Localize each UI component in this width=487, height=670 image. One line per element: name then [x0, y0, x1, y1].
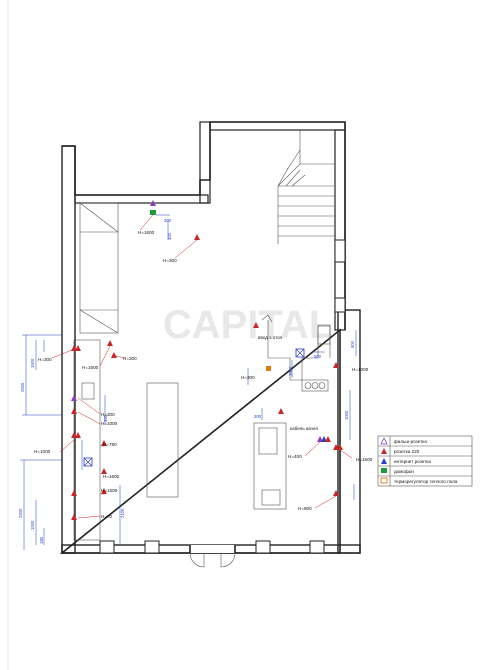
- dim-300-top: 300: [167, 232, 172, 240]
- staircase: [277, 130, 335, 244]
- dim-1900-right: 1900: [288, 366, 293, 376]
- dim-1000-right: 1000: [344, 410, 349, 420]
- dim-300-mid: 300: [103, 414, 108, 422]
- socket-220-icon: [194, 234, 200, 240]
- dim-500-right: 500: [314, 354, 322, 359]
- dim-2500-left: 2500: [20, 382, 25, 392]
- internet-socket-icon: [321, 436, 327, 442]
- dim-900-right: 900: [350, 340, 355, 348]
- legend-item-internet-socket: интернет розетка: [381, 458, 431, 464]
- square-green-icon: [381, 468, 387, 473]
- fake-socket-icon: [317, 436, 323, 442]
- triangle-outline-icon: [380, 437, 388, 445]
- dim-1500-left: 1500: [30, 358, 35, 368]
- legend-item-fake-socket: фальш-розетка: [380, 437, 427, 445]
- fake-socket-icon: [150, 200, 156, 206]
- sofa: [253, 422, 287, 510]
- socket-220-icon: [101, 440, 107, 446]
- socket-220-icon: [325, 436, 331, 442]
- legend-label: домофон: [394, 469, 414, 474]
- socket-220-icon: [107, 340, 113, 346]
- label-h1600-top: H=1600: [138, 230, 155, 235]
- dimensions: [20, 214, 357, 550]
- legend-label: терморегулятор теплого пола: [394, 479, 458, 484]
- dimension-labels: 200 300 1500 2500 900 500 1000 200 1900 …: [18, 218, 355, 544]
- socket-220-icon: [71, 408, 77, 414]
- height-labels: H=1600 H=300 H=300 H=300 H=1600 H=300 H=…: [34, 230, 373, 519]
- socket-220-icon: [75, 432, 81, 438]
- cooktop: [301, 379, 329, 392]
- label-h1600-l3: H=1600: [103, 474, 120, 479]
- label-kabel: кабель качел: [290, 426, 318, 431]
- socket-220-icon: [333, 362, 339, 368]
- label-h300-l2: H=300: [101, 412, 115, 417]
- dim-2100-bottom: 2100: [120, 508, 125, 518]
- socket-220-icon: [71, 490, 77, 496]
- label-h300-mid: H=300: [123, 356, 137, 361]
- legend-label: розетка 220: [394, 449, 420, 454]
- legend-item-intercom: домофон: [381, 468, 414, 474]
- label-h1500-right: H=1500: [356, 457, 373, 462]
- legend-label: фальш-розетка: [394, 439, 427, 444]
- kitchen-island: [146, 382, 179, 498]
- socket-220-icon: [75, 345, 81, 351]
- label-h1500-l: H=1500: [101, 488, 118, 493]
- label-h70: H=70: [101, 514, 113, 519]
- watermark: CAPITAL: [163, 303, 333, 347]
- socket-220-icon: [71, 345, 77, 351]
- socket-220-icon: [71, 432, 77, 438]
- dim-200-top: 200: [164, 218, 172, 223]
- intercom-icon: [150, 210, 156, 215]
- label-h1600-left: H=1600: [82, 365, 99, 370]
- label-h1000-l: H=1000: [101, 421, 118, 426]
- socket-220-icon: [278, 408, 284, 414]
- legend-item-thermostat: терморегулятор теплого пола: [380, 477, 458, 484]
- legend: фальш-розетка розетка 220 интернет розет…: [377, 435, 473, 487]
- socket-220-icon: [101, 468, 107, 474]
- label-h400: H=400: [288, 454, 302, 459]
- utility-block: [261, 314, 331, 381]
- socket-220-icon: [333, 490, 339, 496]
- socket-220-icon: [71, 514, 77, 520]
- label-h1000-right: H=1000: [352, 367, 369, 372]
- dim-2200-left: 2200: [18, 508, 23, 518]
- label-h780: H=780: [103, 442, 117, 447]
- dim-200-right: 200: [254, 414, 262, 419]
- socket-220-icon: [111, 352, 117, 358]
- socket-220-icon: [337, 444, 343, 450]
- walls: [59, 121, 361, 568]
- fake-socket-icon: [71, 395, 77, 401]
- thermostat-icon: [266, 366, 271, 371]
- socket-220-icon: [253, 322, 259, 328]
- square-orange-icon: [380, 477, 388, 484]
- legend-item-socket-220: розетка 220: [381, 448, 420, 454]
- label-h300-top: H=300: [163, 258, 177, 263]
- dim-190-bottom: 190: [39, 536, 44, 544]
- label-h300-left: H=300: [38, 357, 52, 362]
- socket-markers: [51, 200, 353, 520]
- legend-label: интернет розетка: [394, 459, 431, 464]
- label-h300-right: H=300: [241, 375, 255, 380]
- label-vvod: ввод з отоп: [258, 335, 283, 340]
- dim-1000-bottom: 1000: [30, 520, 35, 530]
- triangle-blue-icon: [381, 458, 387, 464]
- socket-220-icon: [333, 444, 339, 450]
- triangle-filled-icon: [381, 448, 387, 454]
- label-h800: H=800: [298, 506, 312, 511]
- label-h1000-l2: H=1000: [34, 449, 51, 454]
- socket-220-icon: [101, 488, 107, 494]
